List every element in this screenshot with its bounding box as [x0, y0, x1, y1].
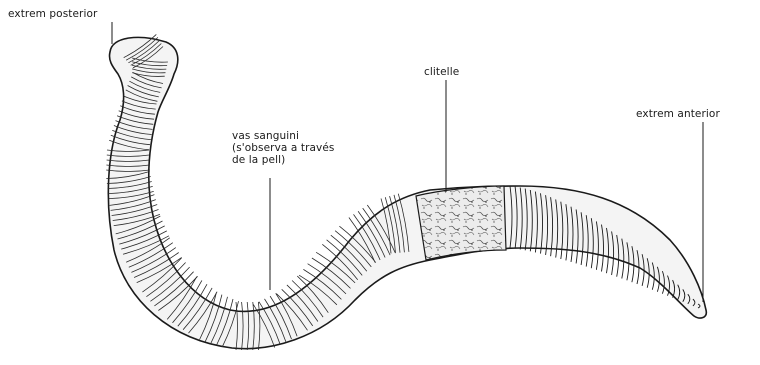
label-anterior-end: extrem anterior: [636, 108, 720, 120]
clitellum-band: [416, 186, 506, 260]
label-posterior-end: extrem posterior: [8, 8, 97, 20]
label-blood-vessel: vas sanguini (s'observa a través de la p…: [232, 130, 334, 166]
worm-body: [108, 37, 706, 348]
label-clitellum: clitelle: [424, 66, 459, 78]
label-blood-vessel-line3: de la pell): [232, 154, 285, 166]
label-blood-vessel-line2: (s'observa a través: [232, 142, 334, 154]
label-blood-vessel-line1: vas sanguini: [232, 130, 299, 142]
